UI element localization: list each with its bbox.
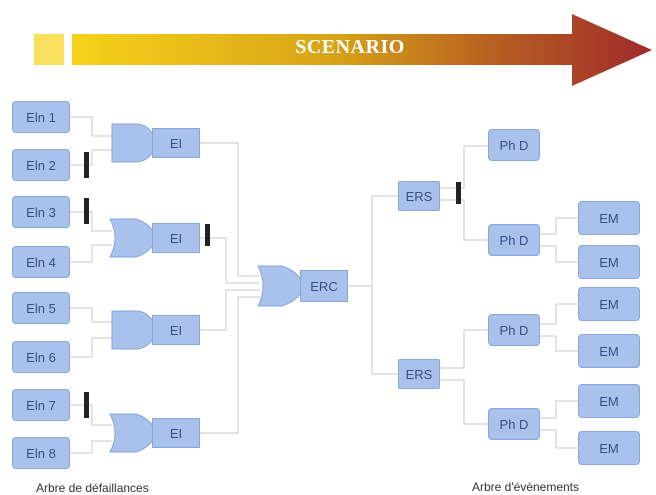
fault-tree-caption: Arbre de défaillances: [36, 481, 149, 495]
major-effect-box: EM: [578, 287, 640, 321]
gate-label: EI: [152, 223, 200, 253]
fault-input-box: Eln 5: [12, 292, 70, 324]
gate-label: EI: [152, 315, 200, 345]
gate-label: EI: [152, 128, 200, 158]
phenomenon-box: Ph D: [488, 408, 540, 440]
safety-barrier: [84, 198, 89, 224]
central-event-box: ERC: [300, 270, 348, 302]
safety-barrier: [205, 224, 210, 246]
and-gate-icon: [111, 123, 156, 163]
safety-barrier: [84, 152, 89, 178]
phenomenon-box: Ph D: [488, 129, 540, 161]
gate-label: EI: [152, 418, 200, 448]
secondary-event-box: ERS: [398, 359, 440, 389]
major-effect-box: EM: [578, 384, 640, 418]
phenomenon-box: Ph D: [488, 224, 540, 256]
fault-input-box: Eln 7: [12, 389, 70, 421]
fault-input-box: Eln 4: [12, 246, 70, 278]
fault-input-box: Eln 8: [12, 437, 70, 469]
major-effect-box: EM: [578, 245, 640, 279]
secondary-event-box: ERS: [398, 181, 440, 211]
event-tree-caption: Arbre d'évènements: [472, 480, 580, 494]
major-effect-box: EM: [578, 201, 640, 235]
fault-input-box: Eln 1: [12, 101, 70, 133]
scenario-title: SCENARIO: [295, 36, 405, 58]
fault-input-box: Eln 3: [12, 196, 70, 228]
or-gate-icon: [257, 265, 305, 307]
or-gate-icon: [109, 413, 157, 453]
fault-input-box: Eln 2: [12, 149, 70, 181]
scenario-arrow: [34, 14, 652, 86]
major-effect-box: EM: [578, 334, 640, 368]
phenomenon-box: Ph D: [488, 314, 540, 346]
safety-barrier: [456, 182, 461, 204]
major-effect-box: EM: [578, 431, 640, 465]
fault-input-box: Eln 6: [12, 341, 70, 373]
and-gate-icon: [111, 310, 156, 350]
safety-barrier: [84, 392, 89, 418]
or-gate-icon: [109, 218, 157, 258]
